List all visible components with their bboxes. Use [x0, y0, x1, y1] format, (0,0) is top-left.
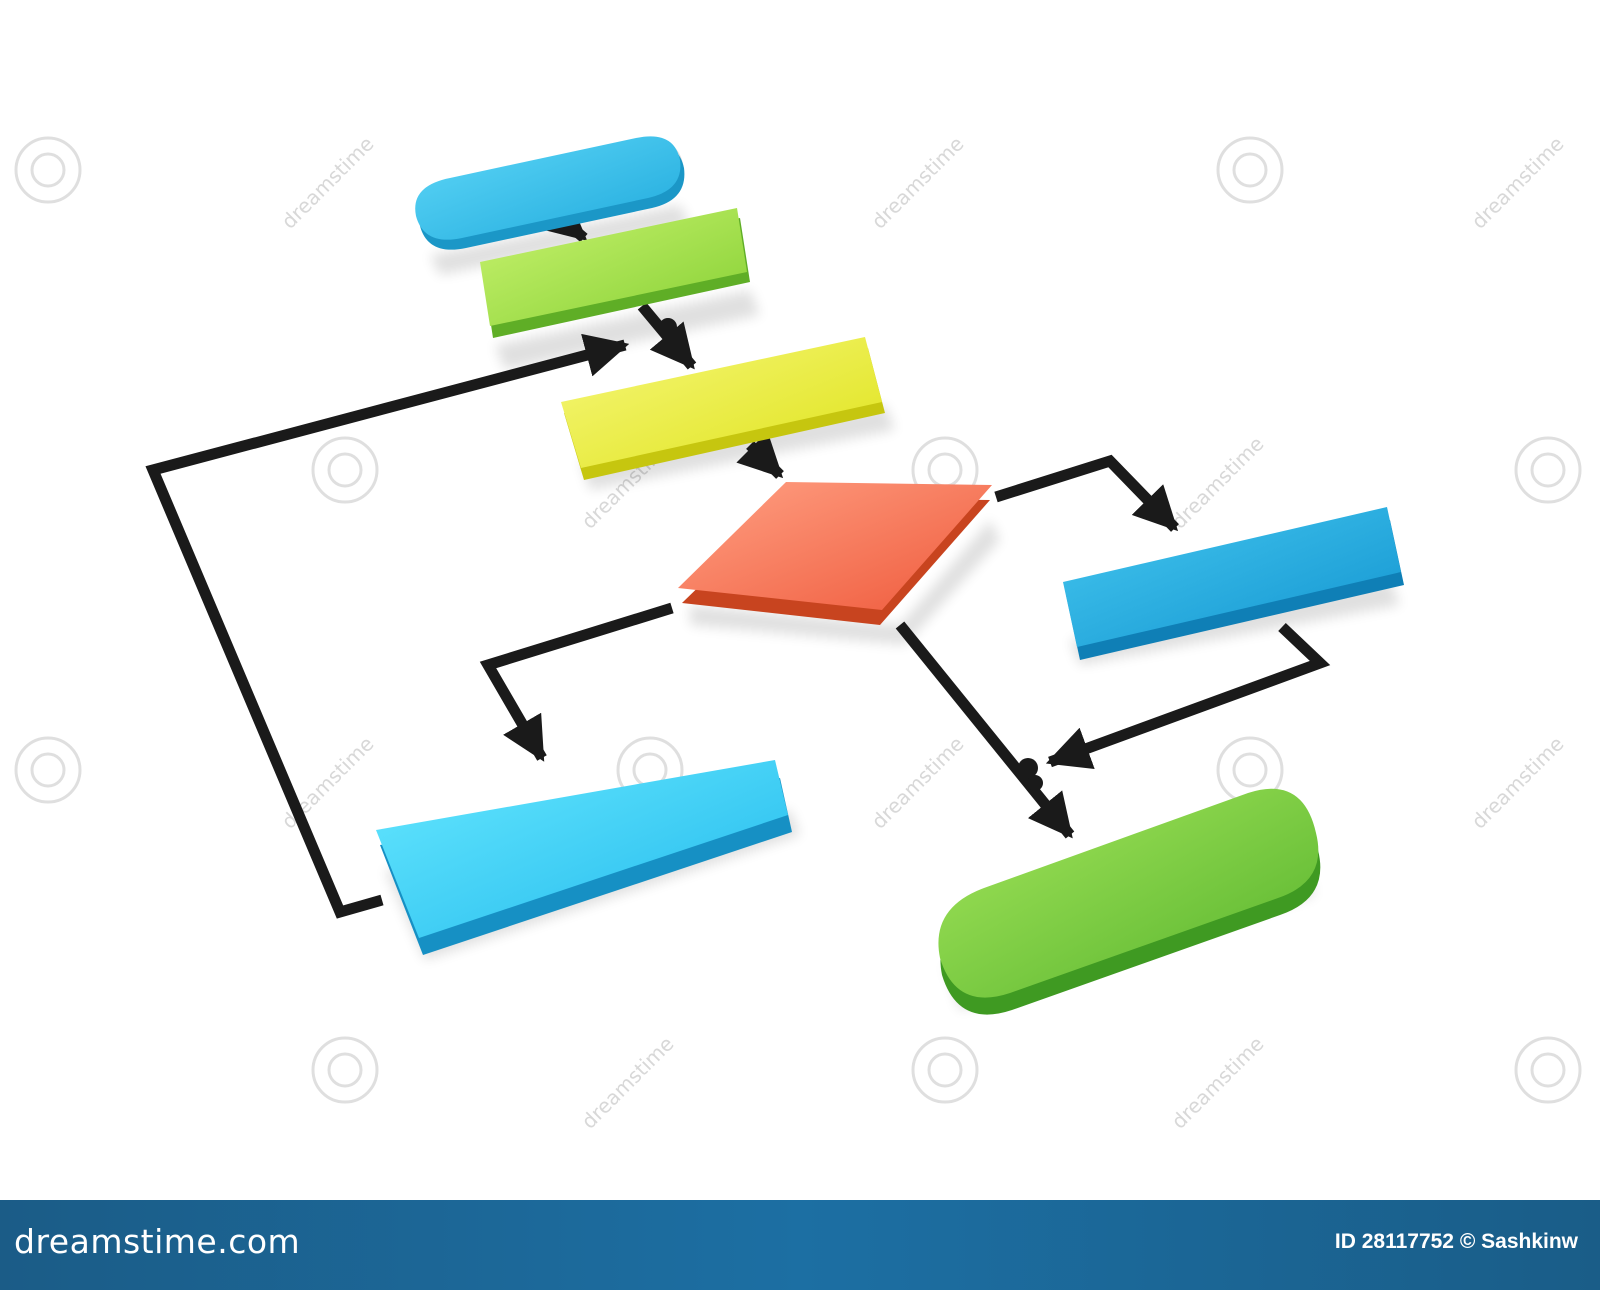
connector-process1-to-process2: [637, 302, 697, 370]
connector-decision-to-right: [994, 454, 1179, 532]
watermark-text: dreamstime: [867, 732, 969, 834]
node-start: [415, 136, 685, 250]
watermark-text: dreamstime: [277, 132, 379, 234]
connectors: [145, 195, 1331, 919]
watermark-text: dreamstime: [277, 732, 379, 834]
watermark-text: dreamstime: [867, 132, 969, 234]
node-process-2: [561, 337, 885, 480]
connector-left-to-process1: [145, 333, 630, 919]
flowchart-illustration: dreamstime dreamstime dreamstime dreamst…: [14, 132, 1582, 1134]
node-process-1: [480, 208, 750, 338]
footer-bar: dreamstime.com ID 28117752 © Sashkinw: [0, 1200, 1600, 1290]
watermark-text: dreamstime: [1467, 132, 1569, 234]
image-credit: ID 28117752 © Sashkinw: [1334, 1230, 1578, 1253]
node-process-right: [1063, 507, 1404, 660]
brand-logo[interactable]: dreamstime.com: [14, 1222, 301, 1261]
node-end: [938, 788, 1321, 1015]
node-process-left: [376, 760, 792, 955]
watermark-text: dreamstime: [577, 1032, 679, 1134]
watermark-text: dreamstime: [1467, 732, 1569, 834]
connector-decision-to-left: [479, 602, 674, 762]
watermark-text: dreamstime: [1167, 1032, 1269, 1134]
connector-decision-to-end: [895, 621, 1075, 839]
node-decision: [678, 482, 992, 625]
connector-junctions: [659, 318, 1043, 791]
watermark-text: dreamstime: [1167, 432, 1269, 534]
connector-process2-to-decision: [736, 431, 784, 479]
connector-right-to-end: [1045, 623, 1331, 770]
